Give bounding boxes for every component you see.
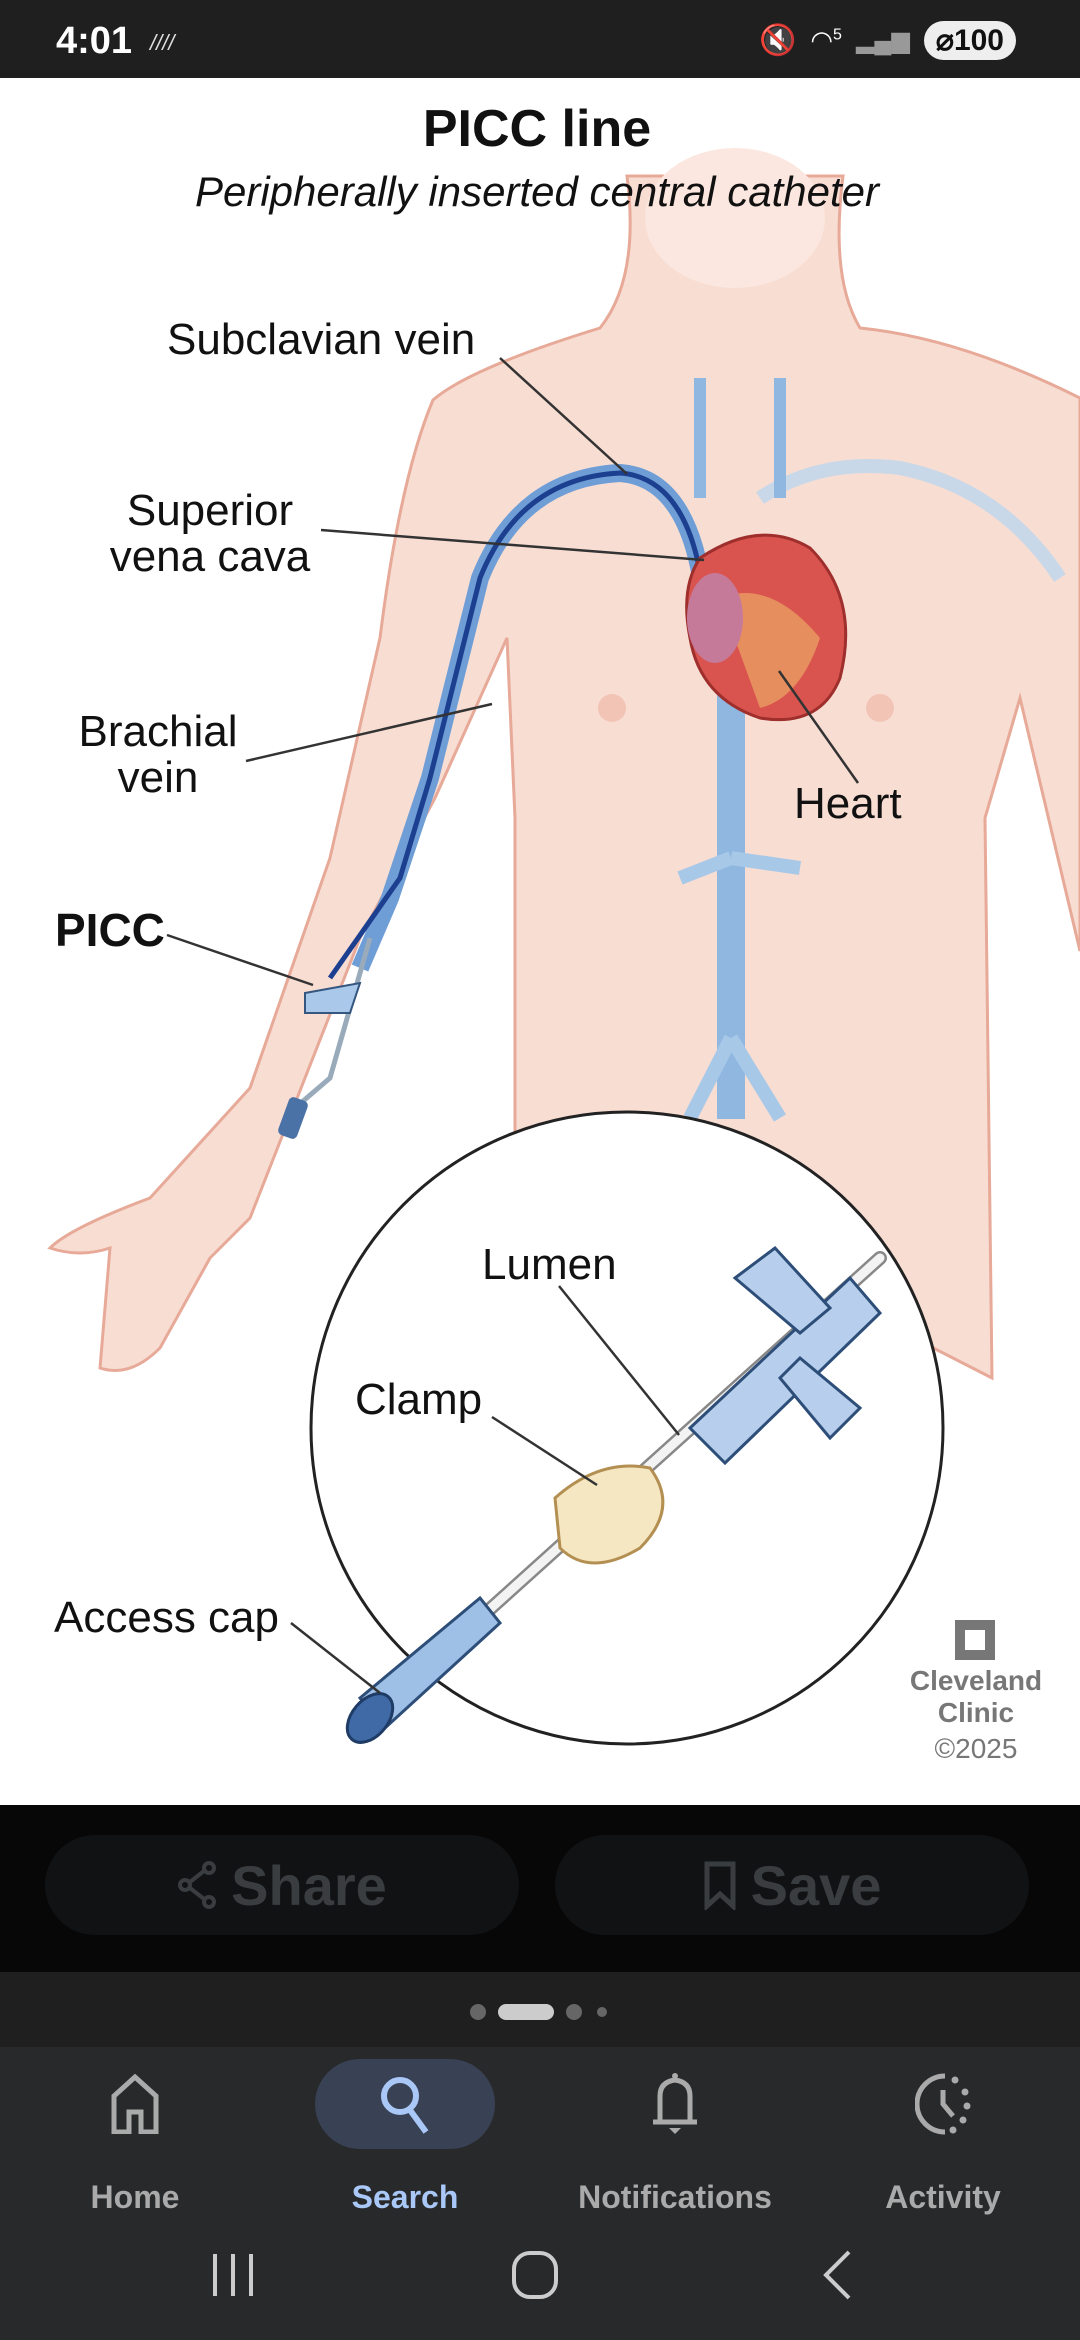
- cleveland-clinic-logo: Cleveland Clinic ©2025: [910, 1620, 1042, 1764]
- veins: [327, 378, 1066, 1122]
- neck: [645, 148, 825, 288]
- nav-home[interactable]: Home: [25, 2059, 245, 2239]
- back-button[interactable]: [822, 2245, 852, 2305]
- clock: 4:01: [56, 20, 133, 62]
- logo-line1: Cleveland: [910, 1665, 1042, 1696]
- copyright: ©2025: [935, 1733, 1018, 1764]
- page-dot[interactable]: [566, 2004, 582, 2020]
- leader-lines: [166, 357, 860, 1694]
- page-dot[interactable]: [597, 2007, 607, 2017]
- activity-icon: [915, 2073, 971, 2135]
- label-brachial-line2: vein: [118, 753, 199, 802]
- nav-activity-label: Activity: [885, 2179, 1001, 2215]
- recents-icon: [213, 2254, 253, 2296]
- label-clamp: Clamp: [355, 1375, 482, 1424]
- picc-device: [278, 937, 373, 1139]
- label-svc-line1: Superior: [127, 486, 293, 535]
- nipple: [866, 694, 894, 722]
- share-label: Share: [231, 1853, 387, 1917]
- nav-activity[interactable]: Activity: [833, 2059, 1053, 2239]
- bookmark-icon: [704, 1861, 736, 1910]
- nav-search-label: Search: [351, 2179, 459, 2215]
- wifi-badge: 5: [833, 25, 842, 43]
- recent-apps-button[interactable]: [210, 2245, 256, 2305]
- label-subclavian-vein: Subclavian vein: [167, 315, 475, 364]
- figure-title: PICC line: [423, 100, 651, 158]
- battery-indicator: ⌀100: [923, 20, 1016, 60]
- home-icon: [111, 2074, 159, 2134]
- home-button[interactable]: [511, 2245, 559, 2305]
- nav-search[interactable]: Search: [295, 2059, 515, 2239]
- label-brachial-line1: Brachial: [79, 707, 238, 756]
- signal-icon: ▂▄▆: [855, 26, 910, 54]
- mute-icon: 🔇: [759, 23, 797, 57]
- nav-notifications[interactable]: Notifications: [565, 2059, 785, 2239]
- battery-level: 100: [953, 23, 1004, 57]
- home-circle-icon: [512, 2251, 558, 2299]
- nav-home-label: Home: [90, 2179, 180, 2215]
- bottom-navigation: Home Search Notifications Activity: [0, 2047, 1080, 2340]
- save-label: Save: [750, 1853, 882, 1917]
- heart-graphic: [685, 533, 848, 722]
- picc-illustration[interactable]: PICC line Peripherally inserted central …: [0, 78, 1080, 1805]
- figure-subtitle: Peripherally inserted central catheter: [195, 168, 881, 215]
- save-button[interactable]: Save: [555, 1835, 1029, 1935]
- nipple: [598, 694, 626, 722]
- page-dot-active[interactable]: [498, 2004, 554, 2020]
- logo-line2: Clinic: [938, 1697, 1014, 1728]
- back-icon: [823, 2250, 851, 2300]
- label-lumen: Lumen: [482, 1240, 617, 1289]
- label-heart: Heart: [794, 779, 902, 828]
- catheter-closeup: [345, 1245, 887, 1744]
- search-icon: [381, 2077, 429, 2134]
- action-sheet: Share Save: [0, 1805, 1080, 1972]
- label-picc: PICC: [55, 904, 165, 956]
- label-svc-line2: vena cava: [110, 532, 311, 581]
- bell-icon: [653, 2073, 697, 2134]
- share-button[interactable]: Share: [45, 1835, 519, 1935]
- page-indicator: [0, 1972, 1080, 2047]
- wifi-icon: ◠5: [810, 24, 842, 55]
- page-dot[interactable]: [470, 2004, 486, 2020]
- label-access-cap: Access cap: [54, 1593, 279, 1642]
- notification-icon: ////: [150, 30, 175, 55]
- share-icon: [178, 1861, 217, 1909]
- nav-notifications-label: Notifications: [578, 2179, 772, 2215]
- zoom-circle: [309, 1110, 945, 1746]
- status-bar: 4:01 //// 🔇 ◠5 ▂▄▆ ⌀100: [0, 0, 1080, 78]
